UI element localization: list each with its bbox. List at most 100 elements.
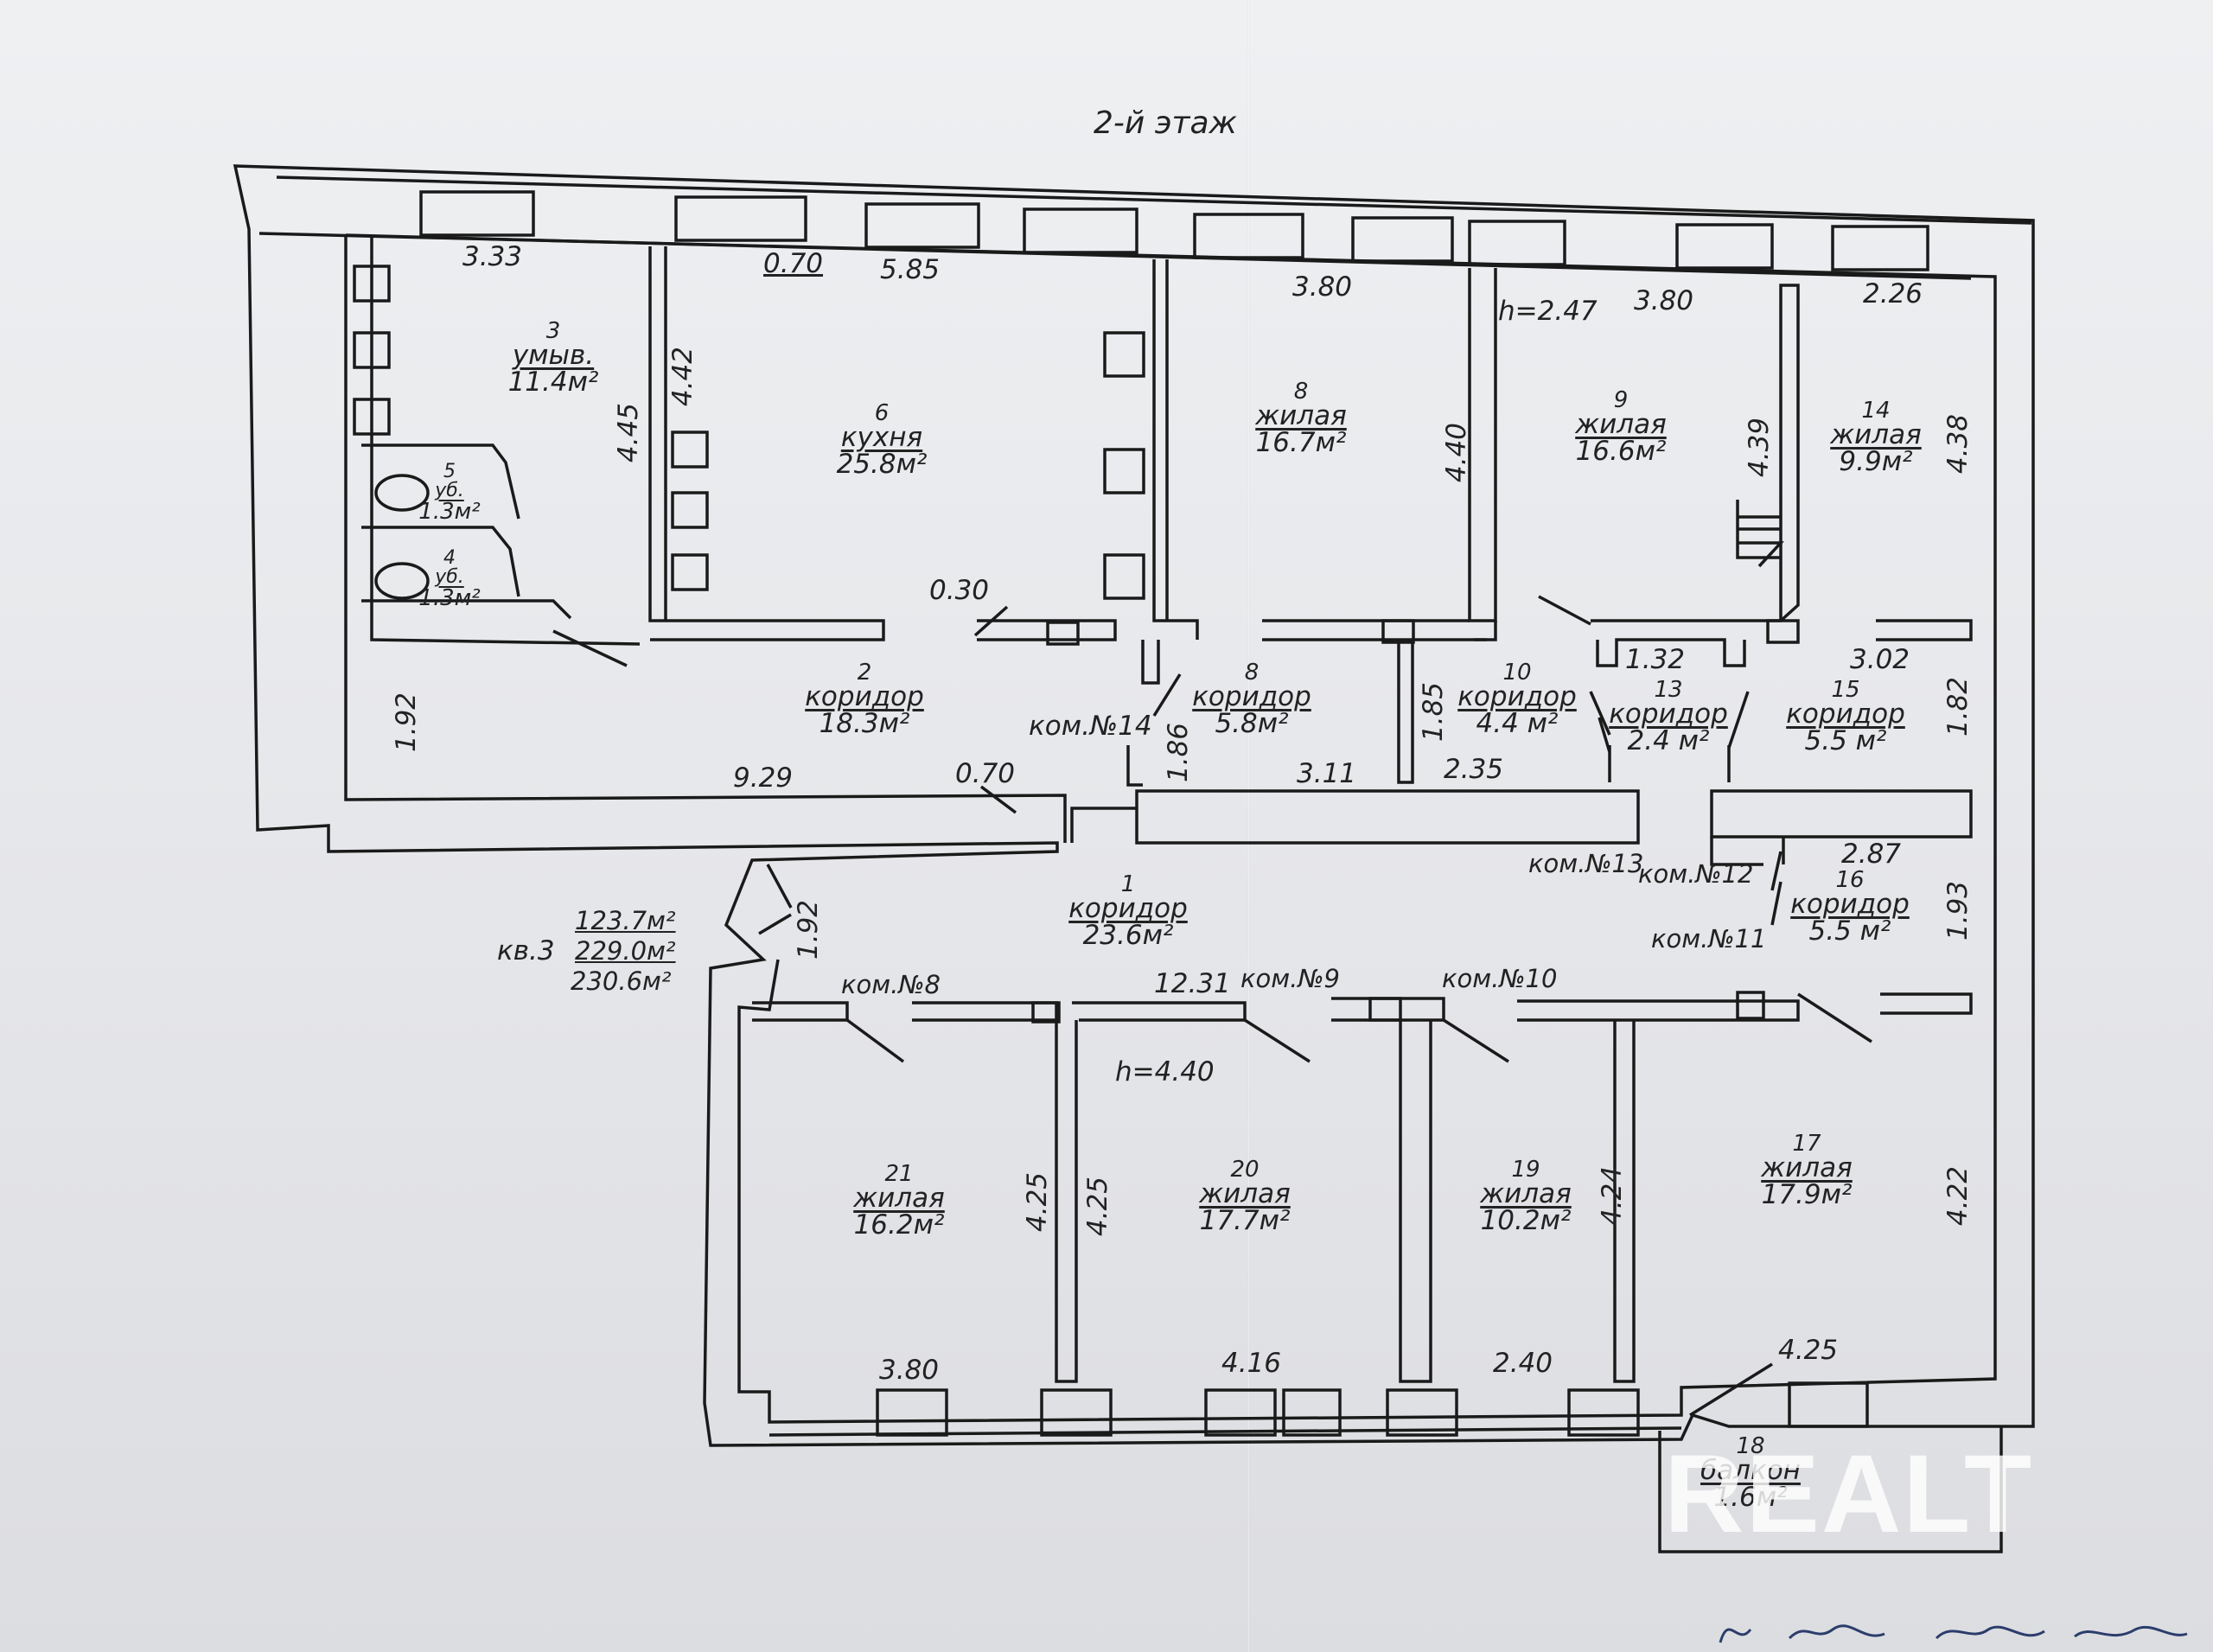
dimension: 4.25	[1022, 1171, 1053, 1232]
room-type: жилая	[1830, 419, 1922, 450]
room-type: балкон	[1700, 1455, 1801, 1486]
dimension: 2.40	[1493, 1348, 1553, 1379]
apartment-area-2: 229.0м²	[575, 936, 676, 966]
room-area: 5.5 м²	[1808, 915, 1891, 947]
room-number: 13	[1654, 677, 1683, 703]
room-type: коридор	[1609, 698, 1728, 730]
dimension: 1.92	[793, 899, 824, 960]
room-area: 16.2м²	[853, 1209, 945, 1241]
room-type: коридор	[1790, 889, 1910, 920]
room-type: уб.	[435, 480, 464, 501]
dimension: 3.80	[1292, 271, 1353, 303]
room-number: 17	[1792, 1131, 1821, 1157]
room-type: жилая	[1761, 1152, 1853, 1183]
room-area: 17.7м²	[1199, 1205, 1291, 1236]
apartment-area-3: 230.6м²	[571, 966, 672, 996]
dimension: 4.25	[1082, 1176, 1113, 1236]
room-area: 9.9м²	[1839, 446, 1913, 477]
dimension: 4.45	[613, 402, 644, 462]
room-number: 8	[1244, 660, 1260, 686]
room-number: 8	[1293, 379, 1309, 405]
room-9: 9 жилая 16.6м²	[1575, 389, 1667, 465]
dimension: 0.70	[955, 758, 1016, 789]
room-6: 6 кухня 25.8м²	[837, 402, 928, 478]
room-number: 5	[443, 461, 456, 482]
dimension: 3.11	[1297, 758, 1357, 789]
room-number: 18	[1736, 1433, 1765, 1459]
kom-label-11: ком.№11	[1651, 924, 1767, 954]
ceiling-height-upper: h=2.47	[1498, 296, 1598, 327]
room-area: 1.3м²	[418, 499, 481, 525]
ceiling-height-lower: h=4.40	[1115, 1056, 1215, 1088]
room-number: 4	[443, 547, 456, 569]
room-area: 25.8м²	[836, 449, 928, 480]
room-5: 5 уб. 1.3м²	[418, 461, 481, 525]
room-10: 10 коридор 4.4 м²	[1457, 661, 1577, 737]
room-area: 16.7м²	[1255, 427, 1347, 458]
room-18-balcony: 18 балкон 1.6м²	[1700, 1435, 1801, 1511]
room-21: 21 жилая 16.2м²	[853, 1163, 945, 1239]
room-type: жилая	[1255, 400, 1347, 431]
room-type: коридор	[1786, 698, 1905, 730]
handwriting-scribble	[1719, 1624, 2188, 1643]
dimension: 4.24	[1597, 1165, 1628, 1226]
dimension: 3.02	[1850, 644, 1910, 675]
dimension: 4.42	[667, 346, 698, 406]
room-type: коридор	[1192, 681, 1311, 712]
room-number: 15	[1831, 677, 1860, 703]
room-area: 5.5 м²	[1804, 725, 1887, 756]
room-area: 18.3м²	[819, 708, 910, 739]
room-area: 17.9м²	[1761, 1179, 1853, 1210]
kom-label-10: ком.№10	[1442, 964, 1558, 993]
room-area: 1.6м²	[1713, 1482, 1788, 1513]
room-number: 3	[545, 318, 561, 344]
kom-label-9: ком.№9	[1240, 964, 1340, 993]
room-type: жилая	[1575, 409, 1667, 440]
kom-label-8: ком.№8	[841, 970, 941, 999]
paper-fold	[1247, 0, 1250, 1652]
room-number: 1	[1120, 871, 1136, 897]
dimension: 1.92	[391, 692, 422, 752]
room-area: 10.2м²	[1480, 1205, 1572, 1236]
room-area: 2.4 м²	[1627, 725, 1710, 756]
dimension: 3.80	[1634, 285, 1694, 316]
room-area: 5.8м²	[1215, 708, 1289, 739]
room-20: 20 жилая 17.7м²	[1199, 1158, 1291, 1234]
dimension: 4.38	[1942, 413, 1974, 474]
room-number: 2	[857, 660, 872, 686]
outer-wall-top-inner	[258, 232, 1997, 1424]
room-type: жилая	[1199, 1178, 1291, 1209]
room-8-living: 8 жилая 16.7м²	[1255, 380, 1347, 456]
dimension: 3.80	[879, 1355, 940, 1386]
room-type: умыв.	[512, 340, 595, 371]
room-area: 1.3м²	[418, 585, 481, 611]
room-13: 13 коридор 2.4 м²	[1609, 679, 1728, 755]
dimension: 5.85	[880, 254, 941, 285]
dimension: 3.33	[462, 241, 523, 272]
dimension: 4.39	[1744, 417, 1775, 477]
dimension: 4.16	[1221, 1348, 1282, 1379]
room-type: уб.	[435, 566, 464, 588]
dimension: 4.40	[1441, 422, 1472, 482]
room-number: 16	[1835, 867, 1865, 893]
kom-label-14: ком.№14	[1029, 711, 1152, 742]
apartment-area-1: 123.7м²	[575, 906, 676, 935]
dimension: 1.93	[1942, 880, 1974, 941]
dimension: 0.30	[929, 575, 990, 606]
kom-label-12: ком.№12	[1638, 859, 1754, 889]
room-area: 16.6м²	[1575, 436, 1667, 467]
room-3: 3 умыв. 11.4м²	[508, 320, 599, 396]
dimension: 1.85	[1418, 681, 1449, 742]
room-type: кухня	[840, 422, 923, 453]
room-number: 20	[1230, 1157, 1260, 1183]
room-type: жилая	[1480, 1178, 1572, 1209]
dimension: 4.25	[1778, 1335, 1839, 1366]
watermark-logo: REALT	[1664, 1432, 2034, 1556]
room-number: 6	[874, 400, 890, 426]
room-type: коридор	[805, 681, 924, 712]
room-17: 17 жилая 17.9м²	[1761, 1132, 1853, 1209]
dimension: 0.70	[763, 248, 824, 279]
room-type: коридор	[1457, 681, 1577, 712]
room-1: 1 коридор 23.6м²	[1068, 873, 1188, 949]
